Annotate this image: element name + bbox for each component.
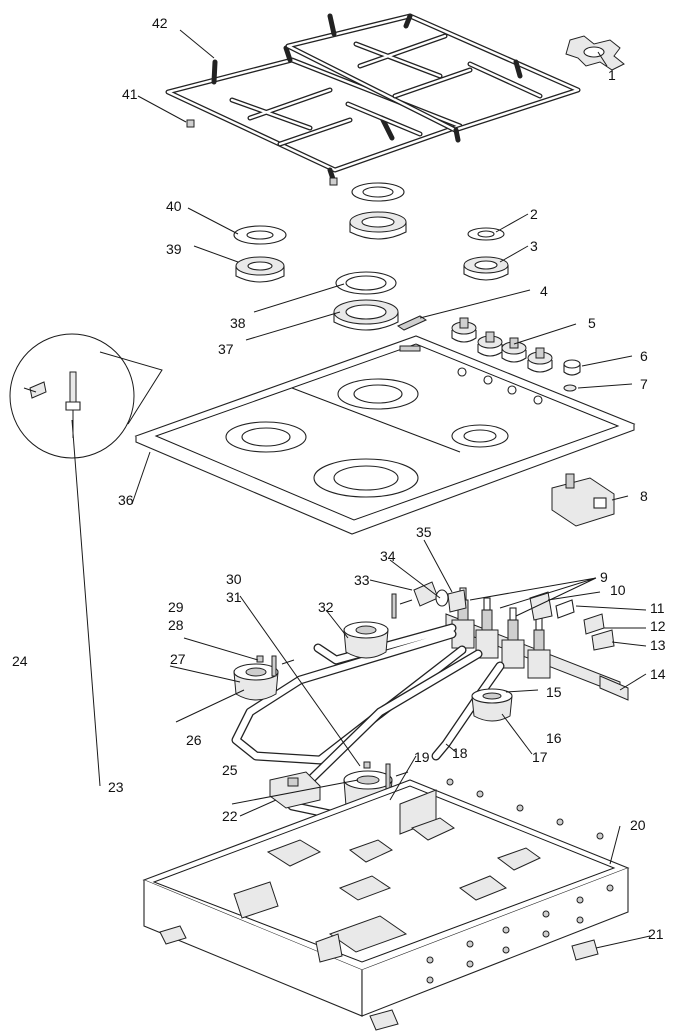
label-19: 19: [414, 749, 430, 765]
label-42: 42: [152, 15, 168, 31]
burner-body-small: [463, 256, 509, 281]
label-40: 40: [166, 198, 182, 214]
clamp-set: [529, 591, 615, 651]
wok-support: [565, 35, 625, 71]
label-37: 37: [218, 341, 234, 357]
button-ring: [563, 384, 577, 392]
label-15: 15: [546, 684, 562, 700]
lower-casing: [142, 778, 630, 1017]
burner-cap-large: [335, 271, 397, 295]
ignition-generator: [551, 473, 615, 527]
label-24: 24: [12, 653, 28, 669]
label-2: 2: [530, 206, 538, 222]
label-32: 32: [318, 599, 334, 615]
burner-cap-medium-top: [351, 182, 405, 202]
inlet-elbow: [413, 581, 467, 613]
button-cap: [563, 359, 581, 376]
label-16: 16: [546, 730, 562, 746]
label-4: 4: [540, 283, 548, 299]
label-36: 36: [118, 492, 134, 508]
label-30: 30: [226, 571, 242, 587]
label-34: 34: [380, 548, 396, 564]
knob-set: [451, 317, 553, 373]
burner-body-medium-top: [349, 211, 407, 240]
label-33: 33: [354, 572, 370, 588]
label-29: 29: [168, 599, 184, 615]
label-35: 35: [416, 524, 432, 540]
label-23: 23: [108, 779, 124, 795]
injector-holder-right: [471, 688, 513, 722]
label-3: 3: [530, 238, 538, 254]
label-41: 41: [122, 86, 138, 102]
label-22: 22: [222, 808, 238, 824]
label-27: 27: [170, 651, 186, 667]
label-10: 10: [610, 582, 626, 598]
detail-callout: [9, 333, 163, 459]
fixing-bracket-left: [159, 925, 187, 945]
label-17: 17: [532, 749, 548, 765]
label-26: 26: [186, 732, 202, 748]
spark-generator-box: [269, 771, 321, 809]
label-39: 39: [166, 241, 182, 257]
injector-holder-left: [233, 663, 279, 701]
label-25: 25: [222, 762, 238, 778]
spark-electrodes: [256, 593, 413, 791]
rubber-foot-small-2: [329, 177, 338, 186]
label-28: 28: [168, 617, 184, 633]
label-31: 31: [226, 589, 242, 605]
pan-support-grid-right: [285, 13, 581, 143]
label-20: 20: [630, 817, 646, 833]
label-12: 12: [650, 618, 666, 634]
label-13: 13: [650, 637, 666, 653]
label-38: 38: [230, 315, 246, 331]
ignition-button-bar: [396, 315, 428, 331]
label-18: 18: [452, 745, 468, 761]
fixing-bracket-front: [369, 1009, 399, 1031]
rubber-foot-small: [186, 119, 195, 128]
label-7: 7: [640, 376, 648, 392]
part-number-labels: 1 2 3 4 5 6 7 8 9 10 11 12 13 14 15 16 1…: [12, 15, 666, 942]
label-9: 9: [600, 569, 608, 585]
label-8: 8: [640, 488, 648, 504]
label-11: 11: [650, 600, 665, 616]
leader-lines: [23, 29, 651, 949]
label-5: 5: [588, 315, 596, 331]
hob-top-plate: [134, 335, 636, 535]
fixing-bracket-right: [571, 939, 599, 961]
injector-holder-top: [343, 621, 389, 659]
burner-body-large: [333, 299, 399, 331]
burner-body-left: [235, 256, 285, 283]
label-21: 21: [648, 926, 664, 942]
label-6: 6: [640, 348, 648, 364]
burner-cap-small: [467, 227, 505, 241]
burner-cap-left: [233, 225, 287, 245]
label-14: 14: [650, 666, 666, 682]
label-1: 1: [608, 67, 616, 83]
